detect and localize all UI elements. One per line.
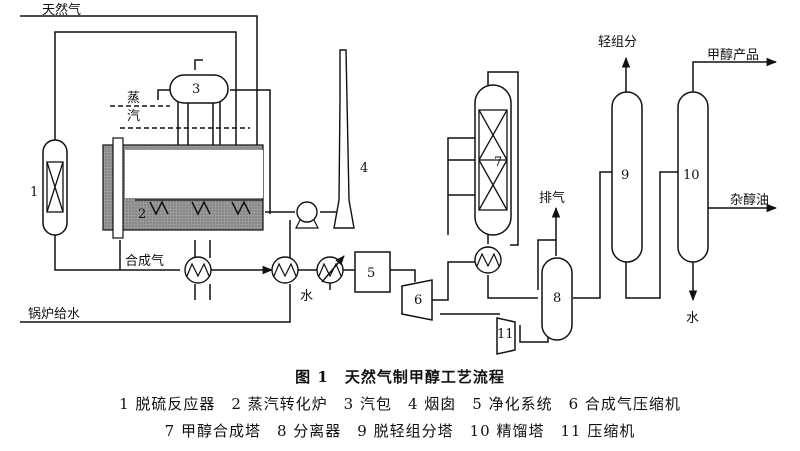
unit-10-label: 10 [683, 168, 700, 183]
unit-8-label: 8 [553, 291, 561, 306]
unit-9-label: 9 [621, 168, 629, 183]
separator-to-compressor11 [519, 325, 549, 343]
boiler-feed-water-line [20, 284, 291, 323]
column9-bottom [625, 171, 678, 299]
steam-line [157, 89, 173, 100]
synthesis-heat-exchanger [474, 246, 502, 274]
unit-3-label: 3 [192, 82, 200, 97]
desulfurizer-outlet-line [54, 235, 180, 271]
desulfurizer-reactor [42, 139, 68, 236]
steam-label-2: 汽 [127, 109, 140, 124]
legend-line-2: 7 甲醇合成塔 8 分离器 9 脱轻组分塔 10 精馏塔 11 压缩机 [164, 422, 636, 440]
exchanger-to-separator [487, 275, 538, 299]
boiler-feed-water-label: 锅炉给水 [28, 306, 80, 322]
purification-outlet [388, 269, 416, 282]
steam-drum [169, 74, 229, 104]
fusel-oil-label: 杂醇油 [730, 192, 769, 208]
separator [541, 257, 573, 341]
steam-drum-vent [194, 59, 203, 70]
chimney [333, 49, 355, 229]
light-ends-column [611, 91, 643, 263]
figure-title: 图 1 天然气制甲醇工艺流程 [295, 368, 505, 386]
natural-gas-label: 天然气 [42, 2, 81, 18]
steam-drum-loop [230, 89, 271, 214]
methanol-synthesis-tower [474, 84, 512, 236]
natural-gas-loop-line [54, 31, 237, 212]
rectifying-column [677, 91, 709, 263]
methanol-product-line [692, 57, 778, 96]
separator-bottom-to-column9 [573, 171, 612, 299]
exchanger-cross-lines [194, 240, 211, 300]
syngas-compressor [401, 279, 433, 321]
methanol-product-label: 甲醇产品 [707, 47, 759, 63]
unit-7-label: 7 [494, 155, 502, 170]
synthesis-feed-line [447, 137, 478, 235]
unit-4-label: 4 [360, 161, 368, 176]
unit-6-label: 6 [414, 293, 422, 308]
unit-5-label: 5 [367, 266, 375, 281]
steam-label-1: 蒸 [127, 91, 140, 106]
water-cooler [316, 255, 345, 284]
recycle-compressor [496, 317, 516, 355]
purification-system [354, 251, 391, 293]
waste-heat-exchanger [271, 256, 299, 284]
synthesis-side-lines [448, 159, 478, 196]
legend-line-1: 1 脱硫反应器 2 蒸汽转化炉 3 汽包 4 烟囱 5 净化系统 6 合成气压缩… [119, 395, 681, 413]
light-ends-label: 轻组分 [598, 35, 637, 50]
unit-1-label: 1 [30, 185, 38, 200]
water-out-label: 水 [686, 311, 699, 326]
flue-gas-fan [295, 201, 319, 229]
compressor-outlet [430, 261, 478, 301]
unit-11-label: 11 [497, 327, 514, 342]
steam-reformer-furnace [102, 137, 264, 239]
vent-gas-label: 排气 [539, 190, 565, 206]
syngas-heat-exchanger [184, 256, 212, 284]
synthesis-top-loop [487, 71, 519, 246]
unit-2-label: 2 [138, 207, 146, 222]
separator-top [537, 239, 557, 290]
water-in-label: 水 [300, 289, 313, 304]
syngas-label: 合成气 [125, 253, 164, 269]
